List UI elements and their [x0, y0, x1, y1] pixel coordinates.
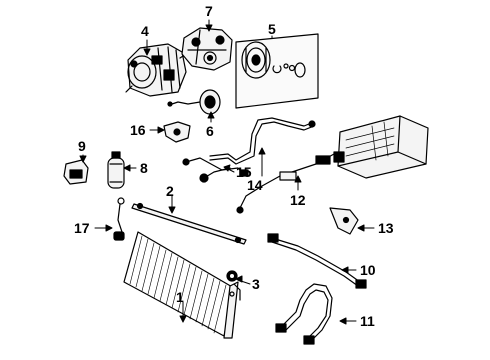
suction-hose-part [199, 117, 316, 183]
switch-16-part [163, 121, 191, 143]
callout-4: 4 [141, 23, 149, 39]
callout-16: 16 [130, 122, 146, 138]
callout-12: 12 [290, 192, 306, 208]
callout-13: 13 [378, 220, 394, 236]
discharge-hose-part [182, 157, 249, 177]
sensor-17-part [113, 197, 125, 241]
callout-5: 5 [268, 21, 276, 37]
callout-14: 14 [247, 177, 263, 193]
callout-2: 2 [166, 183, 174, 199]
compressor-part [125, 43, 187, 97]
bolt-3-part [226, 270, 238, 282]
callout-10: 10 [360, 262, 376, 278]
compressor-bracket-part [181, 27, 233, 71]
clutch-coil-part [167, 89, 221, 115]
callout-7: 7 [205, 3, 213, 19]
condenser-part [123, 231, 241, 339]
leader-lines [79, 19, 375, 325]
callout-8: 8 [140, 160, 148, 176]
relay-9-part [63, 159, 89, 185]
bracket-13-part [329, 207, 359, 235]
callout-11: 11 [360, 313, 375, 329]
callout-15: 15 [236, 164, 252, 180]
callout-3: 3 [252, 276, 260, 292]
callout-9: 9 [78, 138, 86, 154]
callout-17: 17 [74, 220, 90, 236]
receiver-drier-part [107, 151, 125, 189]
hose-11-part [275, 283, 333, 345]
liquid-line-part [236, 153, 335, 214]
evaporator-case-part [333, 115, 429, 179]
clutch-kit-part [235, 33, 319, 109]
callout-1: 1 [176, 289, 184, 305]
hose-10-part [267, 233, 367, 289]
condenser-brace-part [131, 202, 247, 245]
callout-6: 6 [206, 123, 214, 139]
